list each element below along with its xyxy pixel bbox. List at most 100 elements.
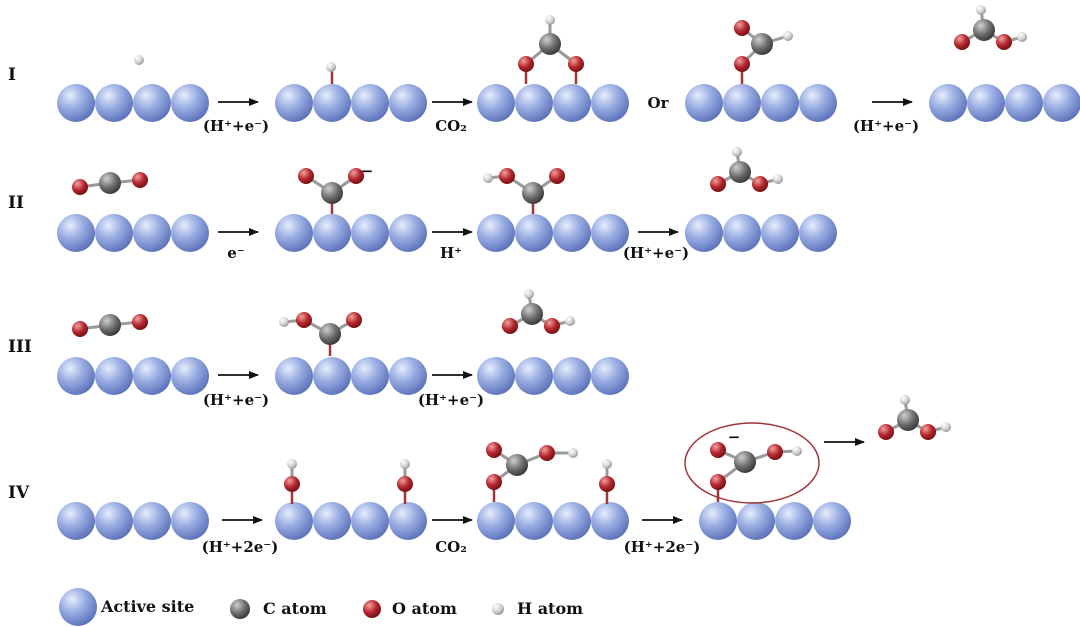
h-atom — [483, 173, 493, 183]
active-site — [477, 214, 515, 252]
step-label: (H⁺+e⁻) — [418, 391, 484, 409]
active-site — [723, 214, 761, 252]
h-atom — [565, 316, 575, 326]
row-label-IV: IV — [8, 483, 30, 503]
o-atom — [397, 476, 413, 492]
h-atom — [134, 55, 144, 65]
active-site — [57, 214, 95, 252]
active-site — [515, 84, 553, 122]
o-atom — [72, 321, 88, 337]
legend: Active site C atom O atom H atom — [59, 588, 583, 626]
legend-h-atom-label: H atom — [517, 599, 583, 618]
o-atom — [752, 176, 768, 192]
h-atom — [545, 15, 555, 25]
active-site — [171, 502, 209, 540]
c-atom — [319, 323, 341, 345]
h-atom — [568, 448, 578, 458]
active-site — [171, 214, 209, 252]
active-site — [351, 214, 389, 252]
o-atom — [549, 168, 565, 184]
active-site — [351, 502, 389, 540]
active-site — [95, 214, 133, 252]
step-label: H⁺ — [440, 244, 462, 262]
h-atom — [783, 31, 793, 41]
o-atom — [502, 318, 518, 334]
active-site — [813, 502, 851, 540]
active-site — [553, 84, 591, 122]
active-site — [553, 502, 591, 540]
step-label: (H⁺+2e⁻) — [202, 538, 279, 556]
row-label-I: I — [8, 65, 16, 85]
step-label: (H⁺+e⁻) — [853, 117, 919, 135]
active-site — [171, 84, 209, 122]
active-site — [591, 214, 629, 252]
step-label: e⁻ — [227, 244, 244, 262]
active-site — [275, 357, 313, 395]
o-atom — [346, 312, 362, 328]
o-atom — [539, 445, 555, 461]
active-site — [389, 214, 427, 252]
active-site — [761, 214, 799, 252]
highlight-ring — [684, 422, 820, 504]
active-site — [275, 502, 313, 540]
active-site — [591, 357, 629, 395]
c-atom — [522, 182, 544, 204]
active-site — [171, 357, 209, 395]
o-atom — [348, 168, 364, 184]
active-site — [313, 502, 351, 540]
h-atom — [792, 446, 802, 456]
c-atom — [506, 454, 528, 476]
o-atom — [710, 176, 726, 192]
o-atom — [284, 476, 300, 492]
o-atom — [996, 34, 1012, 50]
c-atom — [99, 314, 121, 336]
c-atom — [99, 172, 121, 194]
active-site — [313, 84, 351, 122]
c-atom — [729, 161, 751, 183]
o-atom — [486, 442, 502, 458]
active-site — [723, 84, 761, 122]
active-site — [929, 84, 967, 122]
active-site — [313, 357, 351, 395]
active-site — [133, 357, 171, 395]
active-site — [133, 84, 171, 122]
active-site — [699, 502, 737, 540]
active-site — [351, 84, 389, 122]
active-site — [351, 357, 389, 395]
step-label: (H⁺+e⁻) — [203, 117, 269, 135]
active-site — [591, 502, 629, 540]
c-atom — [734, 451, 756, 473]
o-atom — [132, 172, 148, 188]
h-atom — [326, 62, 336, 72]
legend-o-atom-label: O atom — [392, 599, 457, 618]
active-site — [967, 84, 1005, 122]
o-atom — [518, 56, 534, 72]
legend-c-atom-swatch — [230, 599, 250, 619]
c-atom — [321, 182, 343, 204]
active-site — [737, 502, 775, 540]
atoms-layer — [72, 5, 1027, 492]
c-atom — [973, 19, 995, 41]
active-site — [685, 214, 723, 252]
row-label-II: II — [8, 193, 24, 213]
legend-active-site-swatch — [59, 588, 97, 626]
c-atom — [521, 303, 543, 325]
h-atom — [773, 174, 783, 184]
o-atom — [710, 474, 726, 490]
active-site — [477, 502, 515, 540]
c-atom — [897, 409, 919, 431]
active-site — [799, 214, 837, 252]
step-label: (H⁺+2e⁻) — [624, 538, 701, 556]
o-atom — [132, 314, 148, 330]
active-site — [775, 502, 813, 540]
active-site — [95, 84, 133, 122]
legend-active-site-label: Active site — [100, 597, 194, 616]
active-site — [477, 357, 515, 395]
o-atom — [599, 476, 615, 492]
active-site — [389, 84, 427, 122]
step-label: CO₂ — [435, 117, 467, 135]
active-site — [477, 84, 515, 122]
active-site — [799, 84, 837, 122]
c-atom — [751, 33, 773, 55]
